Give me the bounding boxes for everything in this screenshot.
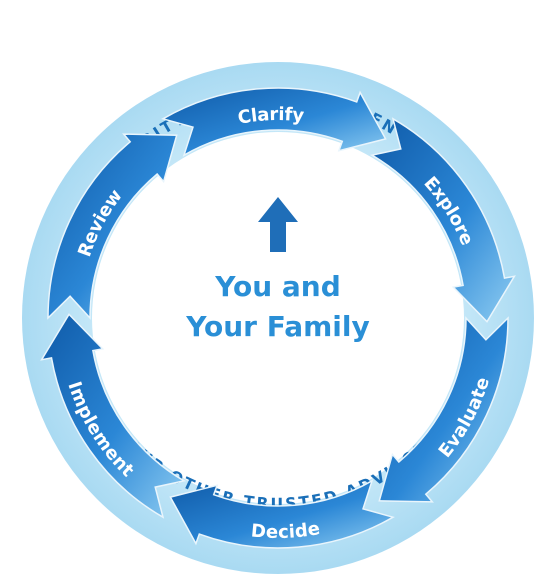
cycle-arrow-evaluate — [378, 316, 509, 503]
cycle-arrow-decide — [169, 479, 395, 549]
center-line-2: Your Family — [185, 310, 369, 343]
center-line-1: You and — [214, 270, 341, 303]
cycle-arrow-review — [47, 133, 178, 320]
stage-label-decide: Decide — [250, 518, 321, 543]
stage-label-clarify: Clarify — [236, 104, 305, 129]
cycle-arrow-implement — [40, 313, 187, 519]
cycle-arrow-explore — [369, 117, 516, 323]
inner-disc — [92, 132, 464, 504]
up-arrow-icon — [258, 197, 298, 252]
cycle-arrow-clarify — [161, 87, 387, 157]
